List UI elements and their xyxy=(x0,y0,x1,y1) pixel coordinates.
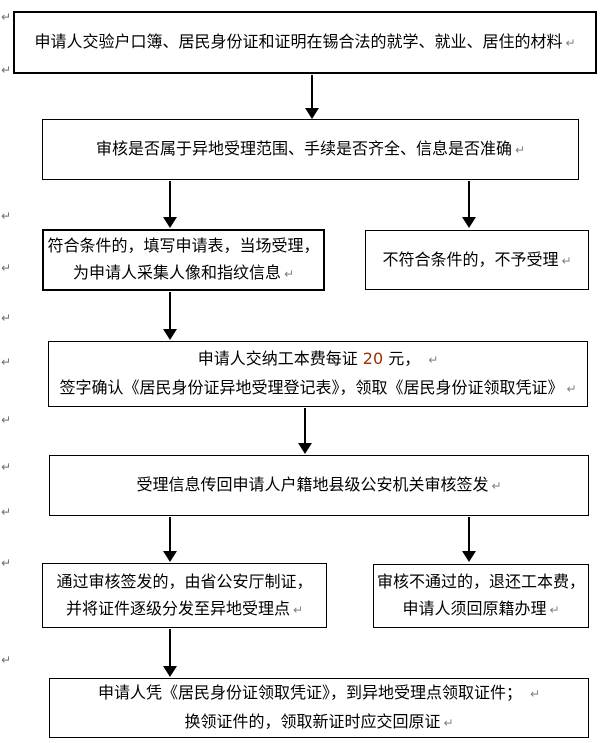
flow-box-accepted-on-site: 符合条件的，填写申请表，当场受理， 为申请人采集人像和指纹信息↵ xyxy=(42,229,325,291)
arrowhead-down-icon xyxy=(163,551,177,562)
arrowhead-down-icon xyxy=(163,666,177,677)
step-text: 申请人须回原籍办理 xyxy=(402,599,547,618)
arrow-shaft xyxy=(468,517,470,553)
step-text: 受理信息传回申请人户籍地县级公安机关审核签发 xyxy=(136,475,489,494)
flow-box-text: 换领证件的，领取新证时应交回原证↵ xyxy=(184,708,453,737)
flow-box-text: 受理信息传回申请人户籍地县级公安机关审核签发↵ xyxy=(136,471,501,500)
arrowhead-down-icon xyxy=(298,443,312,454)
paragraph-mark: ↵ xyxy=(1,209,12,223)
flow-box-pay-fee: 申请人交纳工本费每证 20 元， ↵ 签字确认《居民身份证异地受理登记表》，领取《… xyxy=(48,341,588,407)
flow-box-text: 不符合条件的，不予受理↵ xyxy=(382,246,571,275)
paragraph-mark: ↵ xyxy=(1,505,12,519)
flow-box-text: 通过审核签发的，由省公安厅制证， xyxy=(56,568,312,595)
step-text: 签字确认《居民身份证异地受理登记表》，领取《居民身份证领取凭证》 xyxy=(59,378,564,397)
paragraph-mark: ↵ xyxy=(514,143,526,157)
arrow-shaft xyxy=(169,517,171,553)
paragraph-mark: ↵ xyxy=(443,716,454,730)
step-text: 申请人凭《居民身份证领取凭证》，到异地受理点领取证件； xyxy=(97,683,522,702)
flow-arrow-down xyxy=(163,292,177,340)
flow-arrow-down xyxy=(163,629,177,677)
paragraph-mark: ↵ xyxy=(1,355,12,369)
arrow-shaft xyxy=(169,629,171,668)
step-text: 换领证件的，领取新证时应交回原证 xyxy=(184,712,441,731)
step-text: 申请人交验户口簿、居民身份证和证明在锡合法的就学、就业、居住的材料 xyxy=(34,32,563,51)
flow-box-text: 符合条件的，填写申请表，当场受理， xyxy=(47,232,319,259)
step-text: 并将证件逐级分发至异地受理点 xyxy=(65,598,290,618)
paragraph-mark: ↵ xyxy=(565,36,576,50)
paragraph-mark: ↵ xyxy=(1,653,12,667)
flow-box-collect-card: 申请人凭《居民身份证领取凭证》，到异地受理点领取证件； ↵ 换领证件的，领取新证时… xyxy=(49,678,589,738)
flow-arrow-down xyxy=(462,181,476,228)
paragraph-mark: ↵ xyxy=(549,603,560,617)
paragraph-mark: ↵ xyxy=(428,353,439,367)
arrowhead-down-icon xyxy=(462,217,476,228)
flow-box-review-eligibility: 审核是否属于异地受理范围、手续是否齐全、信息是否准确↵ xyxy=(42,119,579,180)
flow-box-text: 签字确认《居民身份证异地受理登记表》，领取《居民身份证领取凭证》↵ xyxy=(59,374,576,403)
paragraph-mark: ↵ xyxy=(1,261,12,275)
arrow-shaft xyxy=(468,181,470,219)
paragraph-mark: ↵ xyxy=(566,382,577,396)
paragraph-mark: ↵ xyxy=(1,63,12,77)
paragraph-mark: ↵ xyxy=(1,413,12,427)
paragraph-mark: ↵ xyxy=(529,687,541,701)
flow-arrow-down xyxy=(462,517,476,562)
flow-box-text: 申请人凭《居民身份证领取凭证》，到异地受理点领取证件； ↵ xyxy=(98,679,540,708)
flow-box-text: 申请人须回原籍办理↵ xyxy=(402,595,559,624)
step-text: 符合条件的，填写申请表，当场受理， xyxy=(47,236,320,255)
flow-box-text: 申请人交纳工本费每证 20 元， ↵ xyxy=(198,345,439,374)
arrowhead-down-icon xyxy=(163,217,177,228)
flow-arrow-down xyxy=(305,75,319,119)
paragraph-mark: ↵ xyxy=(292,602,304,617)
flow-box-submit-materials: 申请人交验户口簿、居民身份证和证明在锡合法的就学、就业、居住的材料↵ xyxy=(13,11,597,74)
flow-box-text: 申请人交验户口簿、居民身份证和证明在锡合法的就学、就业、居住的材料↵ xyxy=(34,28,575,57)
paragraph-mark: ↵ xyxy=(1,556,12,570)
step-text: 审核是否属于异地受理范围、手续是否齐全、信息是否准确 xyxy=(95,139,512,158)
paragraph-mark: ↵ xyxy=(491,479,502,493)
step-text: 不符合条件的，不予受理 xyxy=(382,249,559,269)
arrowhead-down-icon xyxy=(462,551,476,562)
arrow-shaft xyxy=(311,75,313,110)
arrow-shaft xyxy=(169,181,171,219)
paragraph-mark: ↵ xyxy=(1,311,12,325)
flow-box-text: 审核是否属于异地受理范围、手续是否齐全、信息是否准确↵ xyxy=(96,135,525,164)
flow-arrow-down xyxy=(163,181,177,228)
flow-box-text: 并将证件逐级分发至异地受理点↵ xyxy=(66,595,303,624)
paragraph-mark: ↵ xyxy=(1,460,12,474)
flow-arrow-down xyxy=(298,408,312,454)
flow-box-card-production: 通过审核签发的，由省公安厅制证， 并将证件逐级分发至异地受理点↵ xyxy=(42,563,327,628)
step-text: 为申请人采集人像和指纹信息 xyxy=(72,263,281,282)
flow-box-text: 为申请人采集人像和指纹信息↵ xyxy=(73,259,294,288)
paragraph-mark: ↵ xyxy=(561,253,572,268)
step-text: 审核不通过的，退还工本费， xyxy=(376,572,585,591)
step-text: 通过审核签发的，由省公安厅制证， xyxy=(56,571,313,591)
flow-box-text: 审核不通过的，退还工本费， xyxy=(377,568,585,595)
arrowhead-down-icon xyxy=(163,329,177,340)
arrow-shaft xyxy=(169,292,171,331)
paragraph-mark: ↵ xyxy=(1,10,12,24)
arrowhead-down-icon xyxy=(305,108,319,119)
step-text: 元， xyxy=(383,349,421,368)
flow-box-review-failed-refund: 审核不通过的，退还工本费， 申请人须回原籍办理↵ xyxy=(373,564,589,628)
fee-amount: 20 xyxy=(362,349,384,368)
arrow-shaft xyxy=(304,408,306,445)
step-text: 申请人交纳工本费每证 xyxy=(197,349,363,368)
flow-box-transfer-to-hometown-authority: 受理信息传回申请人户籍地县级公安机关审核签发↵ xyxy=(49,455,589,516)
paragraph-mark: ↵ xyxy=(283,267,295,281)
flow-arrow-down xyxy=(163,517,177,562)
flow-box-rejected: 不符合条件的，不予受理↵ xyxy=(365,230,589,290)
